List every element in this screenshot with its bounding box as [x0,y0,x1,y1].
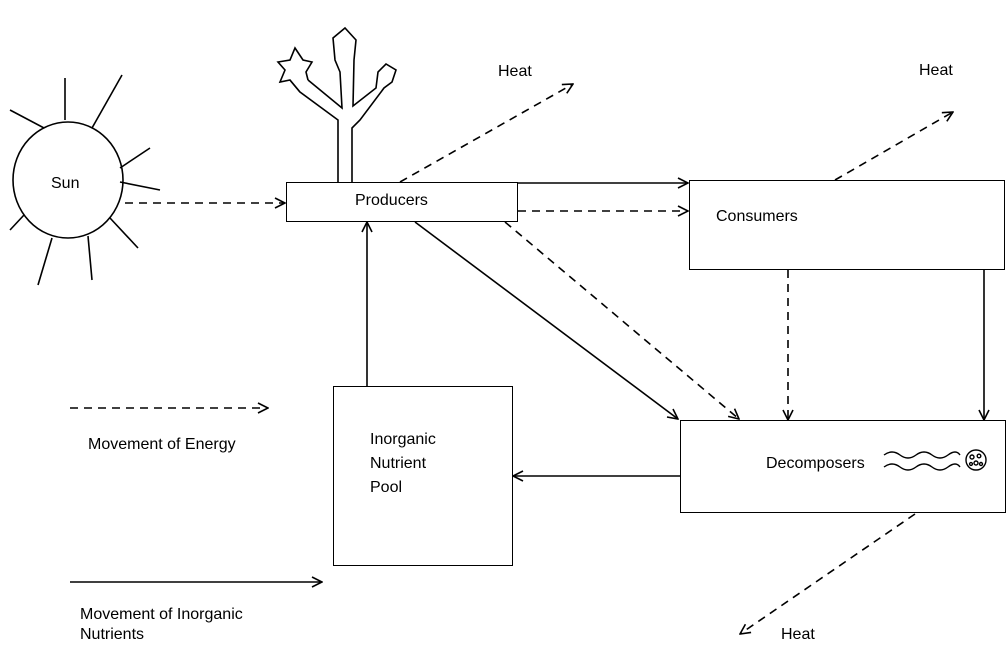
bacteria-icon [883,449,987,471]
arrow-producers-to-decomposers [414,221,678,419]
nutrient-flow-arrows [367,183,984,476]
pool-label-line2: Nutrient [370,455,427,472]
heat-label-producers: Heat [498,63,532,80]
inorganic-nutrient-pool-box [333,386,513,566]
legend-energy-label: Movement of Energy [88,436,236,453]
consumers-label: Consumers [716,208,798,225]
heat-label-decomposers: Heat [781,626,815,643]
arrow-producers-heat [399,84,573,183]
legend-nutrients-label-line2: Nutrients [80,626,145,643]
sun-label: Sun [51,175,80,192]
tree-icon [276,26,397,183]
decomposers-box [680,420,1006,513]
producers-box [286,182,518,222]
decomposers-label: Decomposers [766,455,865,472]
arrow-producers-to-decomposers-energy [504,221,739,419]
pool-label-line1: Inorganic [370,431,436,448]
arrow-decomposers-heat [740,513,916,634]
consumers-box [689,180,1005,270]
sun-icon [9,74,161,286]
energy-flow-arrows [70,84,953,634]
heat-label-consumers: Heat [919,62,953,79]
legend-nutrients-label-line1: Movement of Inorganic [80,606,243,623]
pool-label-line3: Pool [370,479,403,496]
arrow-consumers-heat [834,112,953,181]
producers-label: Producers [355,192,428,209]
